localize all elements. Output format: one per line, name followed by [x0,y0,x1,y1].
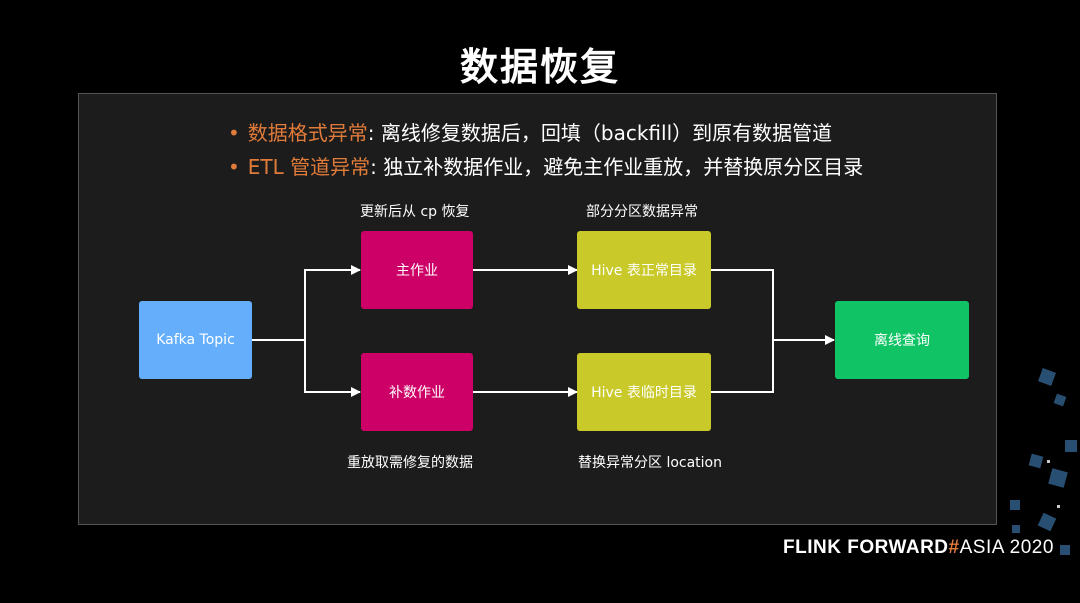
bullet-etl-pipeline: • ETL 管道异常: 独立补数据作业，避免主作业重放，并替换原分区目录 [228,151,863,180]
node-hive-normal-dir: Hive 表正常目录 [577,231,711,309]
connector-hive-temp-merge [711,340,774,393]
connector-hive-normal-merge [711,269,774,340]
bullet-marker: • [228,121,240,145]
logo-forward: FORWARD [847,537,949,558]
node-backfill-job: 补数作业 [361,353,473,431]
bullet-key: ETL 管道异常 [247,155,371,179]
node-main-job: 主作业 [361,231,473,309]
bullet-text: : 离线修复数据后，回填（backfill）到原有数据管道 [367,121,833,145]
caption-replace-partition-location: 替换异常分区 location [578,455,722,471]
caption-replay-fix-data: 重放取需修复的数据 [347,455,473,471]
caption-partial-partition-error: 部分分区数据异常 [586,204,698,220]
node-kafka-topic: Kafka Topic [139,301,252,379]
bullet-key: 数据格式异常 [247,121,368,145]
bullet-text: : 独立补数据作业，避免主作业重放，并替换原分区目录 [370,155,864,179]
bullet-data-format: • 数据格式异常: 离线修复数据后，回填（backfill）到原有数据管道 [228,117,832,146]
node-hive-temp-dir: Hive 表临时目录 [577,353,711,431]
logo-asia: ASIA 2020 [959,537,1054,558]
arrow-kafka-to-backfill-job [304,340,361,397]
node-offline-query: 离线查询 [835,301,969,379]
logo-flink: FLINK [783,537,842,558]
caption-restore-from-checkpoint: 更新后从 cp 恢复 [360,204,470,220]
arrow-kafka-to-main-job [304,265,361,340]
logo-hash: # [948,537,960,558]
flink-forward-logo: FLINK FORWARD#ASIA 2020 [783,537,1054,559]
bullet-marker: • [228,155,240,179]
page-title: 数据恢复 [459,45,620,89]
